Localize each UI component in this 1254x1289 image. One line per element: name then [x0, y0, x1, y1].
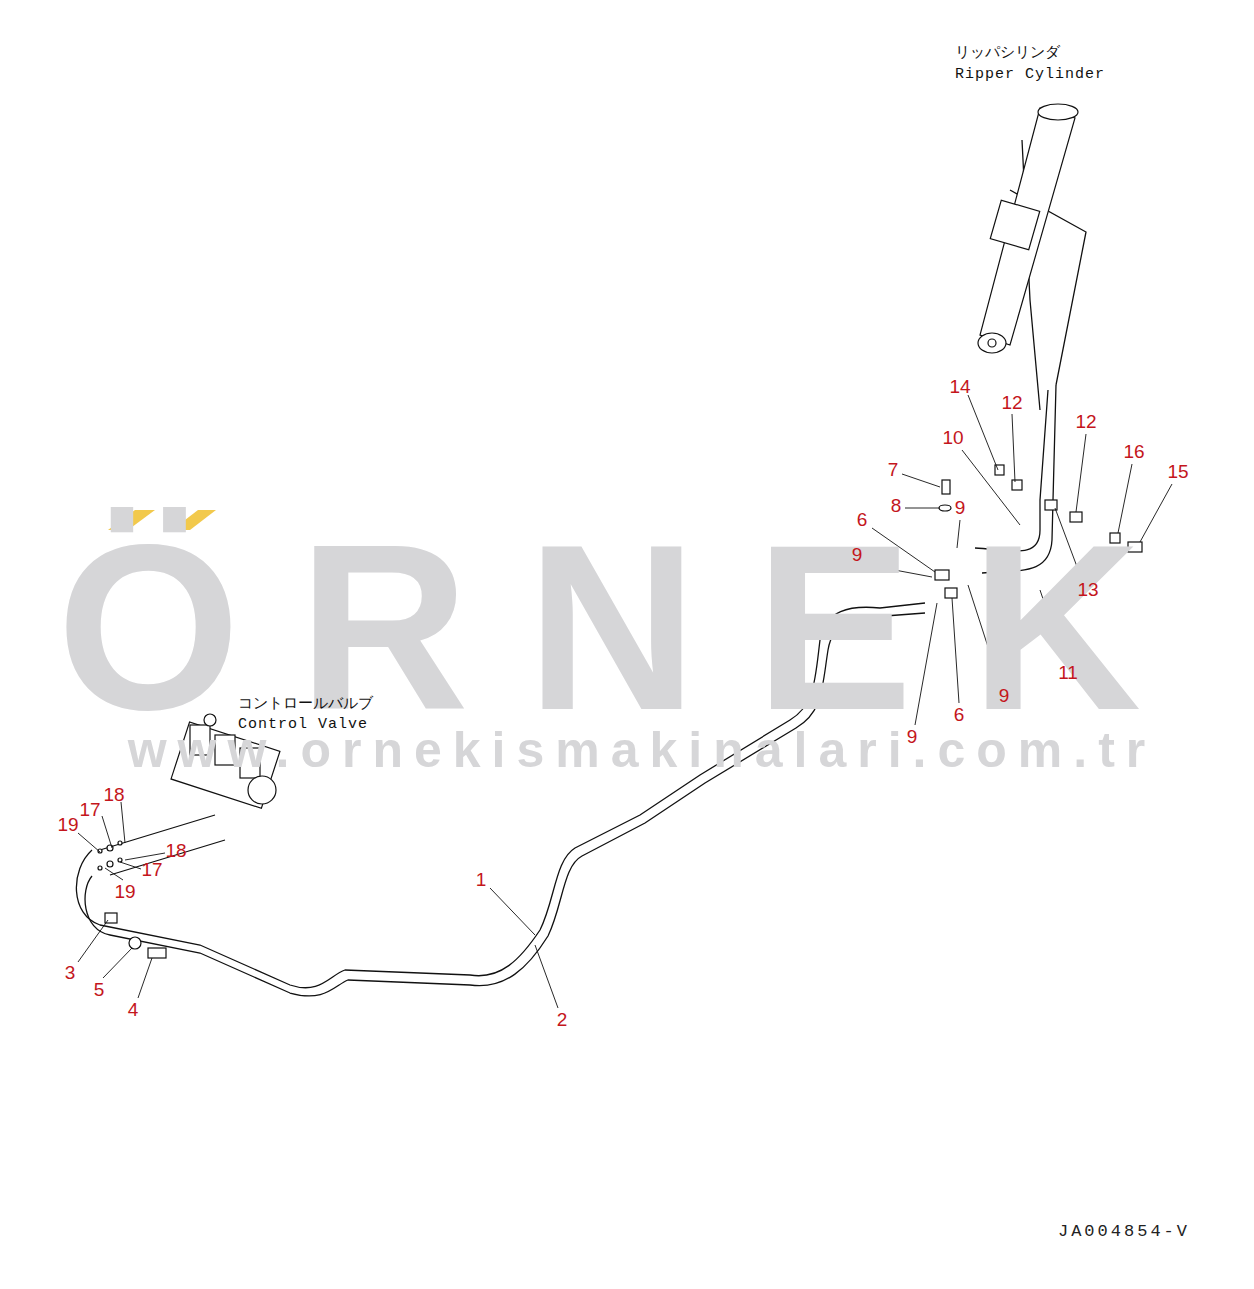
callout-number: 12: [1075, 412, 1096, 433]
callout-number: 17: [79, 800, 100, 821]
callout-number: 9: [999, 686, 1010, 707]
callout-number: 19: [114, 882, 135, 903]
callout-number: 3: [65, 963, 76, 984]
callout-number: 11: [1058, 663, 1078, 684]
callout-number: 4: [128, 1000, 139, 1021]
part-name: コントロールバルブ: [238, 695, 373, 712]
part-name: Control Valve: [238, 717, 368, 734]
part-name: Ripper Cylinder: [955, 67, 1105, 84]
callout-number: 1: [476, 870, 487, 891]
callout-number: 10: [942, 428, 963, 449]
callout-number: 7: [888, 460, 899, 481]
callout-number: 18: [103, 785, 124, 806]
callout-number: 2: [557, 1010, 568, 1031]
callout-number: 9: [852, 545, 863, 566]
cylinder-symbol: [978, 104, 1078, 353]
callout-number: 16: [1123, 442, 1144, 463]
watermark: ÖRNEK: [57, 498, 1199, 758]
callout-number: 13: [1077, 580, 1098, 601]
callout-number: 18: [165, 841, 186, 862]
callout-number: 17: [141, 860, 162, 881]
callout-number: 19: [57, 815, 78, 836]
callout-number: 12: [1001, 393, 1022, 414]
callout-number: 8: [891, 496, 902, 517]
callout-number: 6: [857, 510, 868, 531]
callout-number: 15: [1167, 462, 1188, 483]
drawing-code: JA004854-V: [1058, 1223, 1190, 1242]
part-name: リッパシリンダ: [955, 44, 1060, 61]
callout-number: 6: [954, 705, 965, 726]
callout-number: 14: [949, 377, 970, 398]
callout-number: 5: [94, 980, 105, 1001]
callout-number: 9: [955, 498, 966, 519]
callout-number: 9: [907, 727, 918, 748]
